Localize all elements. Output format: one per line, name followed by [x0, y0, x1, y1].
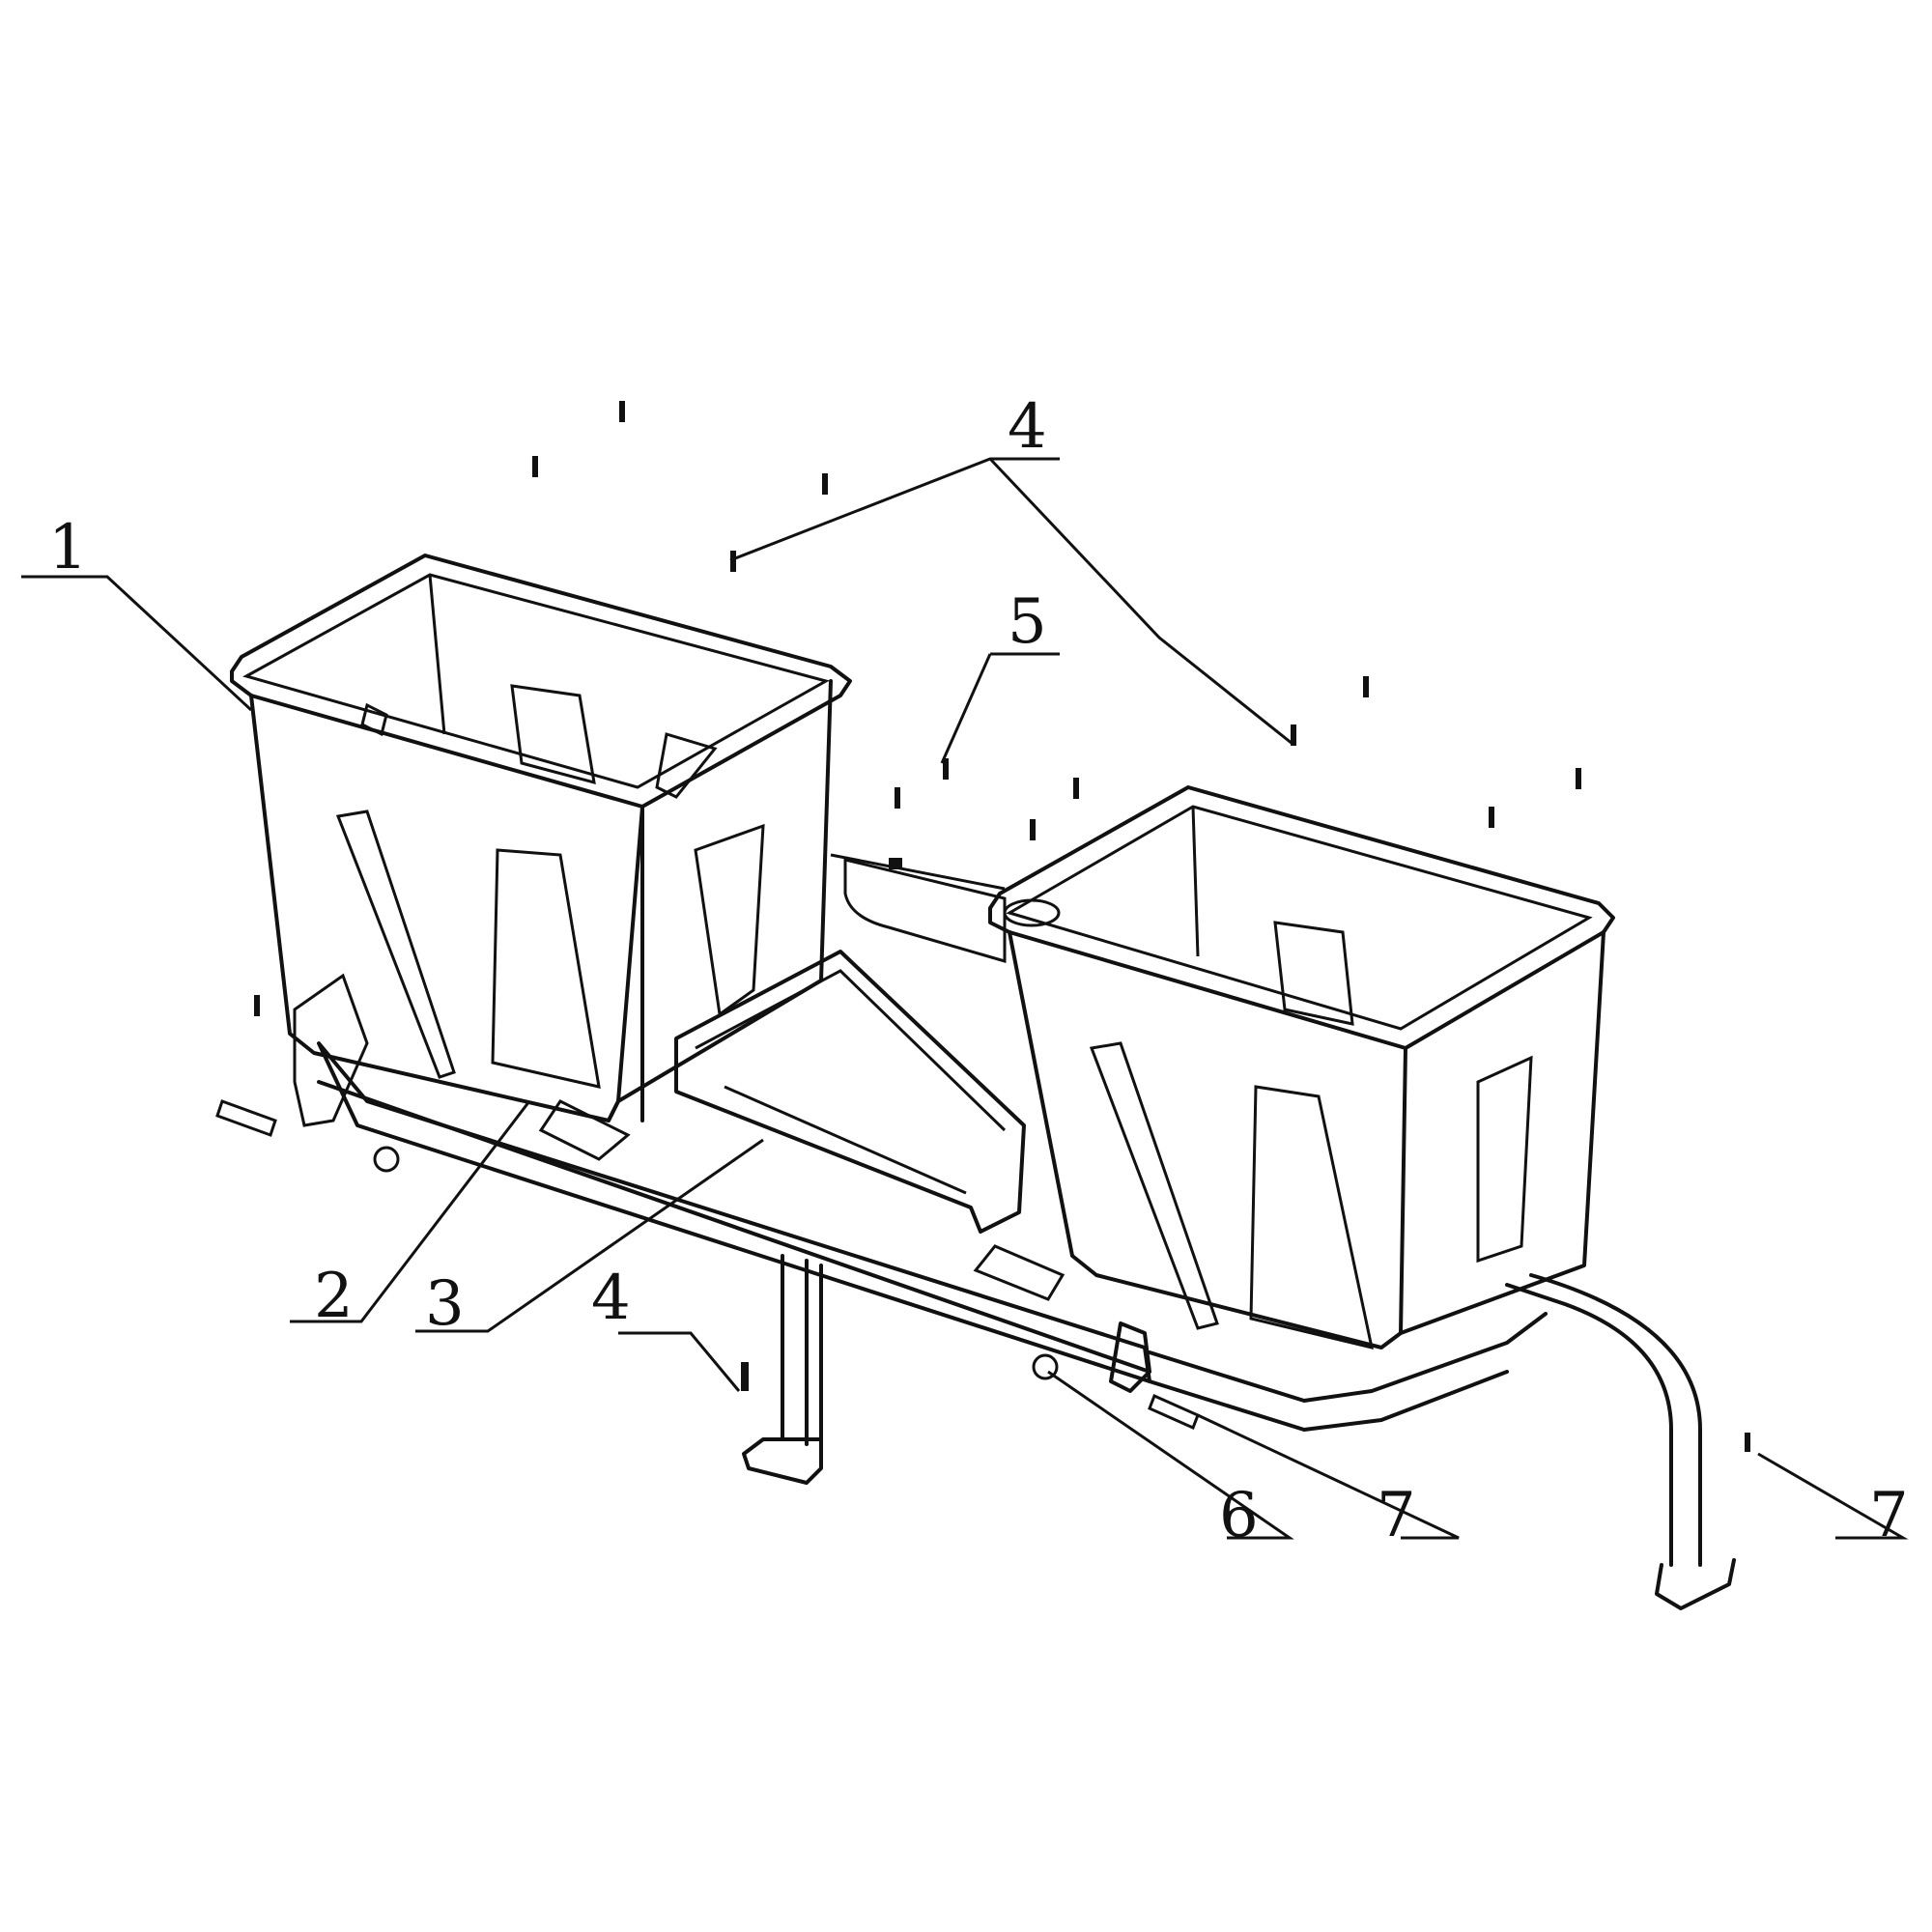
callout-2: 2: [314, 1261, 354, 1332]
callout-7-pin: 7: [1869, 1480, 1909, 1551]
callout-7-bolt: 7: [1377, 1480, 1416, 1551]
callout-1: 1: [48, 512, 88, 583]
callout-3: 3: [425, 1268, 465, 1340]
left-bin: [230, 554, 852, 1122]
callout-6: 6: [1219, 1480, 1259, 1551]
center-tray: [674, 853, 1026, 1234]
fasteners: [215, 401, 1750, 1452]
callout-4-upper: 4: [1008, 391, 1047, 463]
callout-4-lower: 4: [591, 1263, 631, 1334]
right-bin: [988, 785, 1615, 1350]
leader-lines: [21, 457, 1909, 1540]
frame: [293, 973, 1736, 1610]
callout-5: 5: [1008, 586, 1047, 658]
